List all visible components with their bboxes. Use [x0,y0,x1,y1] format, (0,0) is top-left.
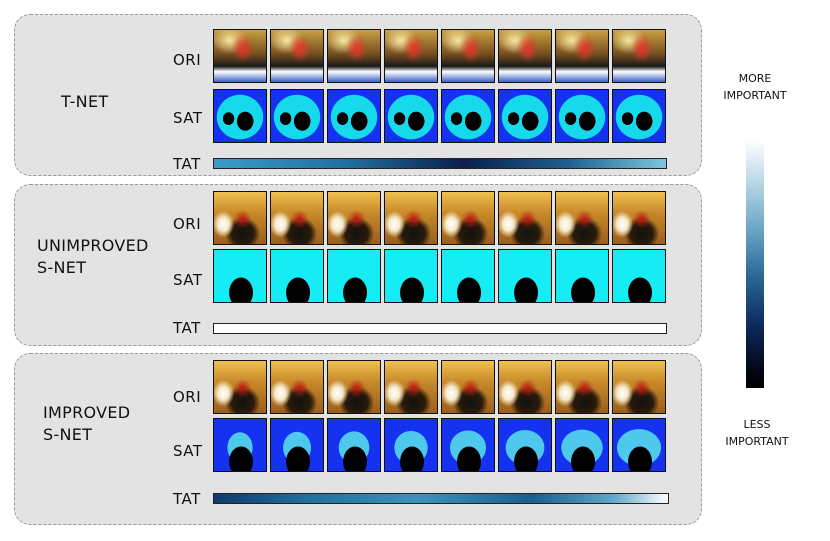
ori-frame-3 [327,360,381,414]
importance-scale-bar [746,140,764,388]
sat-frame-3 [327,249,381,303]
row-label-sat: SAT [173,109,203,127]
panel-tnet: T-NET ORI SAT TAT [14,14,702,176]
sat-frame-3 [327,89,381,143]
ori-frame-5 [441,191,495,245]
ori-frame-4 [384,29,438,83]
ori-frame-3 [327,191,381,245]
ori-frame-8 [612,191,666,245]
sat-frame-5 [441,249,495,303]
ori-frame-7 [555,29,609,83]
sat-frame-1 [213,249,267,303]
ori-frame-8 [612,360,666,414]
sat-frame-7 [555,249,609,303]
row-label-ori: ORI [173,215,202,233]
panel-title: IMPROVED S-NET [43,403,131,444]
ori-frame-4 [384,191,438,245]
tat-bar [213,323,667,334]
sat-frame-1 [213,418,267,472]
sat-frame-3 [327,418,381,472]
ori-frame-1 [213,191,267,245]
sat-frame-5 [441,89,495,143]
sat-frame-8 [612,249,666,303]
ori-frame-7 [555,360,609,414]
ori-frame-6 [498,29,552,83]
sat-frame-2 [270,89,324,143]
row-label-tat: TAT [173,319,201,337]
ori-frame-5 [441,360,495,414]
sat-frame-4 [384,249,438,303]
row-label-tat: TAT [173,155,201,173]
sat-frame-7 [555,89,609,143]
sat-frame-2 [270,418,324,472]
row-label-sat: SAT [173,442,203,460]
sat-frame-6 [498,89,552,143]
row-label-tat: TAT [173,490,201,508]
ori-frame-2 [270,29,324,83]
legend-more-important: MORE IMPORTANT [723,72,787,102]
sat-frame-5 [441,418,495,472]
ori-frame-7 [555,191,609,245]
tat-bar [213,493,669,504]
ori-frame-4 [384,360,438,414]
sat-frame-7 [555,418,609,472]
sat-frame-4 [384,89,438,143]
sat-frame-2 [270,249,324,303]
sat-frame-1 [213,89,267,143]
row-label-ori: ORI [173,388,202,406]
sat-frame-4 [384,418,438,472]
ori-frame-6 [498,360,552,414]
ori-frame-1 [213,29,267,83]
sat-frame-6 [498,249,552,303]
panel-unimproved-snet: UNIMPROVED S-NET ORI SAT TAT [14,184,702,346]
legend-less-important: LESS IMPORTANT [725,418,789,448]
ori-frame-3 [327,29,381,83]
ori-frame-6 [498,191,552,245]
sat-frame-8 [612,89,666,143]
ori-frame-2 [270,191,324,245]
ori-frame-8 [612,29,666,83]
ori-frame-1 [213,360,267,414]
ori-frame-5 [441,29,495,83]
row-label-ori: ORI [173,51,202,69]
panel-title: T-NET [61,92,109,111]
sat-frame-8 [612,418,666,472]
ori-frame-2 [270,360,324,414]
row-label-sat: SAT [173,271,203,289]
panel-title: UNIMPROVED S-NET [37,236,149,277]
sat-frame-6 [498,418,552,472]
panel-improved-snet: IMPROVED S-NET ORI SAT TAT [14,353,702,525]
tat-bar [213,158,667,169]
